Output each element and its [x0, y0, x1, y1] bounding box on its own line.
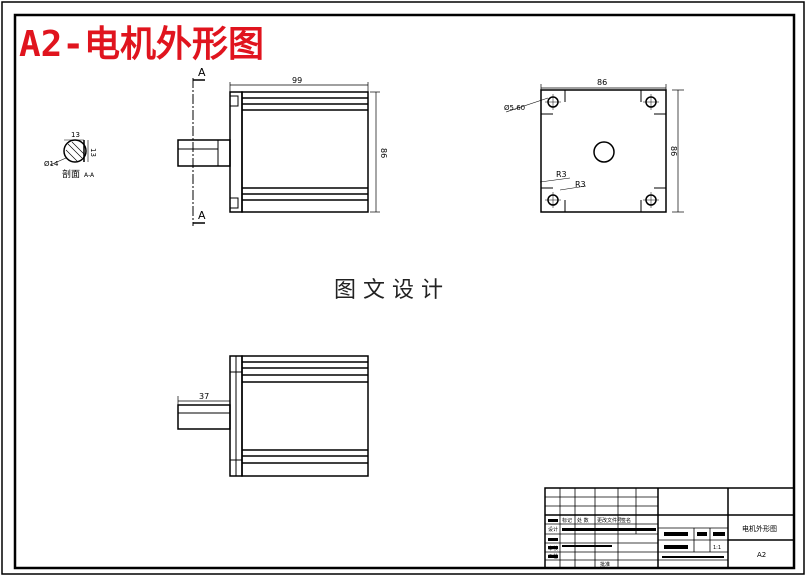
tb-col-approve: 批准 [600, 561, 610, 568]
end-radius-label-1: R3 [556, 170, 567, 179]
tb-col-design: 设计 [548, 526, 558, 533]
shaft-dim-side: 13 [89, 148, 97, 157]
end-radius-label-2: R3 [575, 180, 586, 189]
tb-sheet-size: A2 [757, 551, 766, 559]
end-dim-width: 86 [597, 78, 607, 87]
bottom-view [177, 355, 369, 477]
shaft-section [49, 139, 89, 166]
tb-part-name: 电机外形图 [742, 524, 777, 533]
section-mark-top: A [198, 66, 206, 79]
section-mark-bottom: A [198, 209, 206, 222]
watermark-text: 图 文 设 计 [334, 278, 443, 303]
title-block [544, 487, 795, 569]
bottom-dim-shaft: 37 [199, 392, 209, 401]
shaft-section-name: A-A [84, 172, 95, 179]
tb-col-zone: 更改文件号 [597, 517, 622, 524]
title-block-fills [548, 519, 725, 558]
drawing-title: A2-电机外形图 [19, 24, 264, 65]
shaft-section-label: 剖面 [62, 168, 80, 180]
inner-border [13, 13, 796, 570]
shaft-dim-flat: 13 [71, 131, 80, 139]
end-dim-height: 86 [669, 146, 678, 156]
tb-col-craft: 工艺 [548, 554, 558, 560]
front-dim-height: 86 [379, 148, 388, 158]
end-view [505, 84, 684, 213]
shaft-dim-dia: Ø14 [44, 160, 59, 168]
front-view [177, 78, 380, 226]
end-hole-label: Ø5.60 [504, 104, 525, 112]
tb-col-check: 审核 [548, 545, 558, 552]
tb-col-sign: 签名 [621, 517, 631, 524]
front-dim-width: 99 [292, 76, 302, 85]
tb-col-mark: 标记 [562, 517, 572, 524]
tb-col-count: 处 数 [577, 517, 589, 524]
tb-scale: 1:1 [713, 545, 721, 551]
